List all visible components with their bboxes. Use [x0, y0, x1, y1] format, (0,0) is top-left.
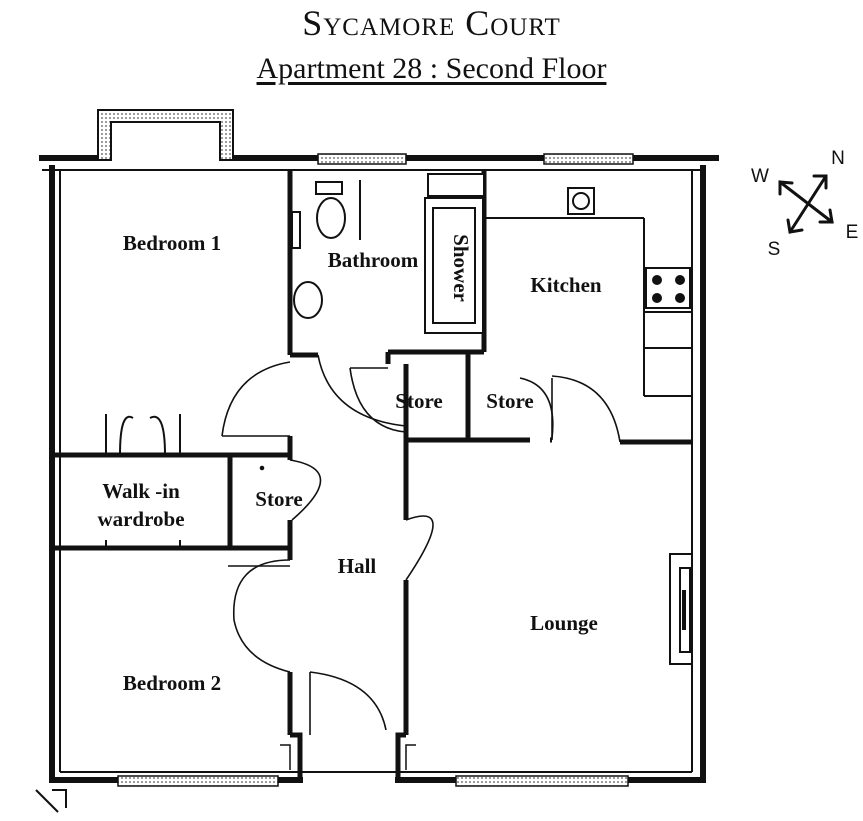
windows	[117, 153, 634, 787]
compass-label-w: W	[751, 166, 769, 187]
wardrobe-doors	[105, 414, 181, 548]
compass-label-n: N	[831, 148, 845, 169]
room-label-walk-in-line2: wardrobe	[97, 507, 184, 531]
building-title: Sycamore Court	[302, 3, 561, 43]
compass	[778, 174, 834, 234]
room-label-shower: Shower	[449, 234, 473, 302]
room-label-lounge: Lounge	[530, 611, 598, 635]
compass-label-e: E	[846, 222, 859, 243]
door-swings	[221, 354, 621, 735]
entry-jambs	[280, 744, 416, 770]
inner-wall-lines	[35, 169, 700, 813]
room-label-bathroom: Bathroom	[328, 248, 419, 272]
room-label-bedroom-2: Bedroom 2	[123, 671, 221, 695]
room-label-walk-in-line1: Walk -in	[102, 479, 180, 503]
apartment-subtitle: Apartment 28 : Second Floor	[256, 52, 607, 85]
room-label-store-b: Store	[486, 389, 533, 413]
room-label-kitchen: Kitchen	[530, 273, 601, 297]
compass-arrow-sn	[788, 174, 828, 234]
room-labels: Bedroom 1 Bathroom Shower Kitchen Store …	[97, 231, 601, 695]
compass-arrow-we	[778, 180, 834, 224]
kitchen-fixtures	[484, 187, 692, 397]
bathroom-fixtures	[291, 173, 485, 334]
room-label-store-c: Store	[255, 487, 302, 511]
compass-label-s: S	[768, 239, 781, 260]
room-label-bedroom-1: Bedroom 1	[123, 231, 221, 255]
outer-walls	[39, 155, 719, 783]
fireplace	[669, 553, 693, 665]
bay-window	[97, 109, 234, 161]
room-label-hall: Hall	[338, 554, 377, 578]
room-label-store-a: Store	[395, 389, 442, 413]
